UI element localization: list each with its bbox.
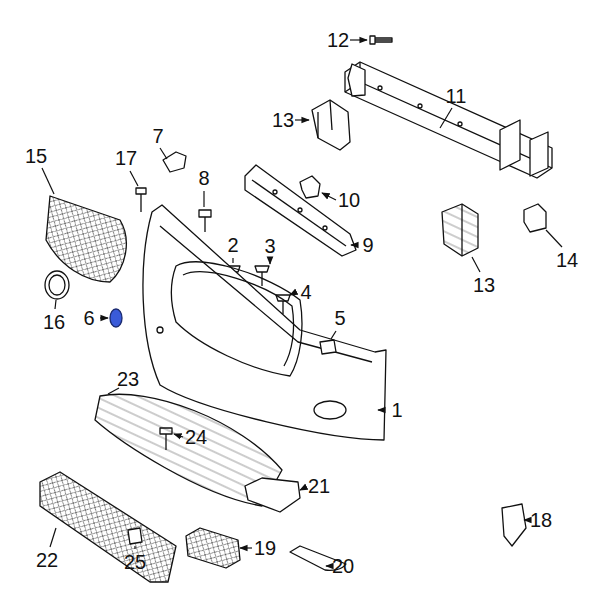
callout-number: 23 — [117, 368, 139, 390]
callout-number: 13 — [473, 274, 495, 296]
callout-number: 11 — [446, 85, 467, 107]
callout-number: 14 — [556, 249, 578, 271]
callout-number: 3 — [264, 235, 275, 257]
callout-number: 18 — [530, 509, 552, 531]
callout-number: 2 — [227, 234, 238, 256]
callout-number: 10 — [338, 189, 360, 211]
callout-number: 6 — [83, 307, 94, 329]
callout-number: 7 — [152, 125, 163, 147]
callout-number: 25 — [124, 551, 146, 573]
callout-number: 1 — [391, 399, 402, 421]
callout-number: 16 — [43, 311, 65, 333]
callout-number: 20 — [332, 555, 354, 577]
callout-number: 4 — [300, 281, 311, 303]
callout-number: 24 — [185, 426, 207, 448]
callout-number: 19 — [254, 537, 276, 559]
callout-number: 8 — [198, 167, 209, 189]
callout-number: 21 — [308, 475, 330, 497]
callout-number: 13 — [272, 109, 294, 131]
callout-number: 12 — [327, 29, 349, 51]
callout-number: 22 — [36, 549, 58, 571]
callout-number: 15 — [25, 145, 47, 167]
callout-number: 9 — [362, 234, 373, 256]
callout-number: 17 — [115, 147, 137, 169]
callout-number: 5 — [334, 307, 345, 329]
